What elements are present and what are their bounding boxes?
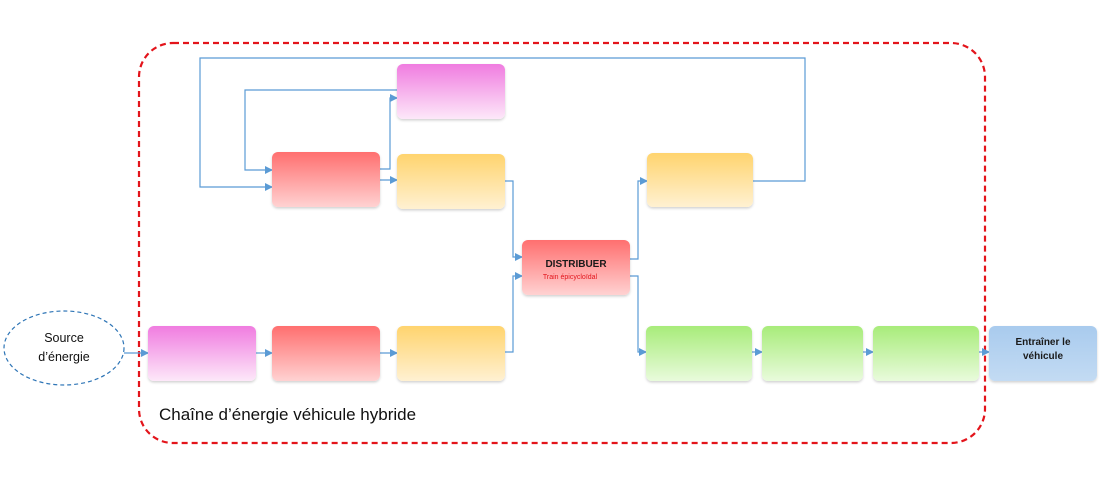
box-pink-top <box>397 64 505 119</box>
arrow-pink-top-feedback-to-red <box>244 89 397 174</box>
energy-source-ellipse <box>3 310 125 386</box>
arrow-distributor-to-green <box>630 275 647 356</box>
source-label-line1: Source <box>44 331 84 345</box>
connector-lines <box>124 57 990 357</box>
arrow-red-top-to-pink-top <box>380 94 398 170</box>
box-green-3 <box>873 326 979 381</box>
box-green-1 <box>646 326 752 381</box>
alimenter-box-pink-bottom <box>148 326 256 381</box>
box-green-2 <box>762 326 863 381</box>
box-yellow-top <box>397 154 505 209</box>
arrow-distributor-to-yellow-right <box>630 177 648 260</box>
convertir-box-red-bottom <box>272 326 380 381</box>
arrow-yellow-top-to-distributor <box>505 180 523 261</box>
arrow-yellow-bottom-to-distributor <box>505 272 523 353</box>
output-label-line1: Entraîner le <box>1015 337 1070 348</box>
source-label-line2: d’énergie <box>38 350 89 364</box>
box-yellow-right <box>647 153 753 207</box>
output-box-blue <box>989 326 1097 381</box>
distributor-subtitle: Train épicycloïdal <box>543 274 598 281</box>
distributor-box <box>522 240 630 295</box>
energy-chain-frame <box>137 41 987 445</box>
distributor-title: DISTRIBUER <box>545 259 607 270</box>
arrow-feedback-loop-to-red <box>199 57 806 191</box>
box-red-top <box>272 152 380 207</box>
output-label-line2: véhicule <box>1023 351 1063 362</box>
chain-title: Chaîne d’énergie véhicule hybride <box>159 405 416 424</box>
transmettre-box-yellow-bottom <box>397 326 505 381</box>
